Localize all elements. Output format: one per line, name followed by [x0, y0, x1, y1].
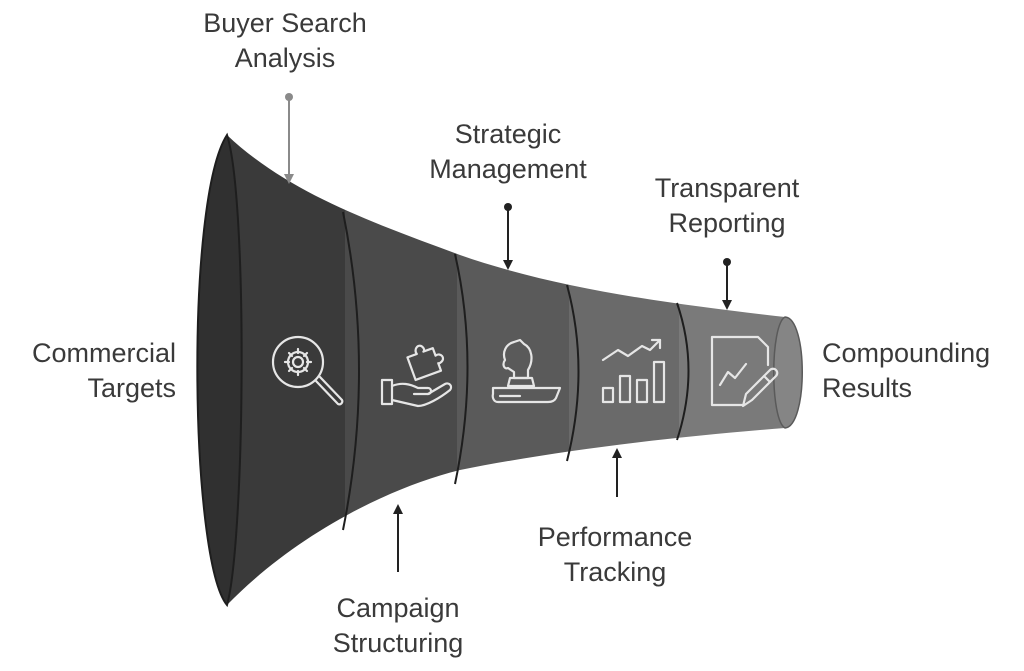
stage-label-strategic: Strategic Management [403, 117, 613, 187]
funnel-mouth [196, 132, 243, 608]
stage-label-buyer-search: Buyer Search Analysis [180, 6, 390, 76]
stage-1-line-1: Buyer Search [203, 8, 367, 38]
start-label-line-2: Targets [87, 373, 176, 403]
end-label-line-1: Compounding [822, 338, 991, 368]
stage-4-line-2: Tracking [563, 557, 667, 587]
funnel-segment-1 [227, 135, 345, 605]
stage-4-line-1: Performance [537, 522, 693, 552]
stage-label-performance: Performance Tracking [505, 520, 725, 590]
arrow-buyer-search [284, 93, 294, 184]
bar-chart-trend-icon [601, 338, 666, 404]
funnel-outlet [773, 316, 803, 429]
end-label-line-2: Results [822, 373, 913, 403]
stage-5-line-2: Reporting [668, 208, 786, 238]
stage-2-line-2: Structuring [332, 628, 464, 658]
connector-arrows [284, 93, 732, 572]
arrow-performance [612, 448, 622, 497]
report-edit-icon [710, 335, 779, 408]
stage-3-line-1: Strategic [454, 119, 562, 149]
end-label: Compounding Results [822, 336, 1022, 406]
stage-2-line-1: Campaign [336, 593, 460, 623]
stage-1-line-2: Analysis [234, 43, 336, 73]
chess-knight-icon [491, 338, 562, 404]
search-gear-icon [271, 335, 344, 406]
hand-puzzle-icon [380, 344, 453, 408]
arrow-transparent [722, 258, 732, 310]
stage-label-campaign: Campaign Structuring [293, 591, 503, 661]
stage-3-line-2: Management [429, 154, 587, 184]
arrow-strategic [503, 203, 513, 270]
segment-dividers [342, 211, 690, 531]
start-label-line-1: Commercial [31, 338, 176, 368]
arrow-campaign [393, 504, 403, 572]
start-label: Commercial Targets [8, 336, 176, 406]
stage-label-transparent: Transparent Reporting [622, 171, 832, 241]
stage-5-line-1: Transparent [654, 173, 800, 203]
